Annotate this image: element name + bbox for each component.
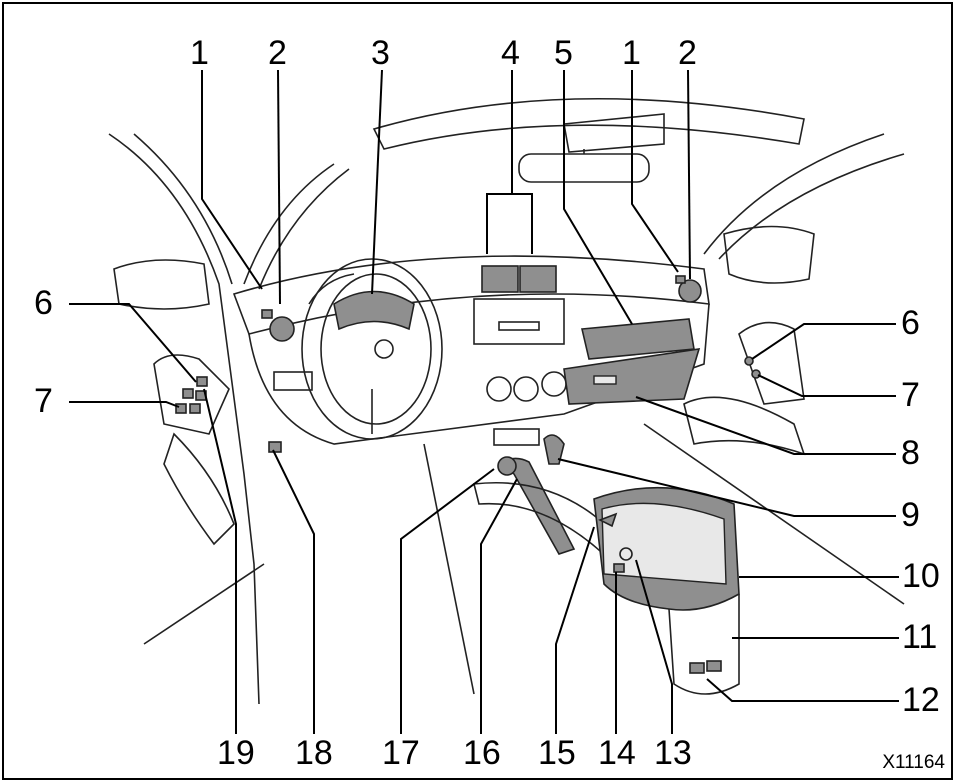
center-vent-right: [519, 265, 557, 293]
callout-6-right: 6: [901, 304, 920, 342]
vehicle-interior-illustration: [69, 69, 905, 734]
right-outside-mirror: [723, 225, 815, 284]
sun-visor-area: [372, 97, 805, 150]
right-side-vent: [678, 279, 702, 303]
leader-lines: [69, 69, 899, 734]
hood-release-lever: [268, 441, 282, 453]
callout-1-right: 1: [622, 34, 641, 72]
lower-glove-box: [563, 348, 701, 405]
callout-3: 3: [371, 34, 390, 72]
callout-9: 9: [901, 496, 920, 534]
climate-knob-left: [486, 376, 512, 402]
callout-5: 5: [554, 34, 573, 72]
left-door-panel: [153, 354, 230, 435]
callout-12: 12: [902, 681, 940, 719]
callout-2-left: 2: [268, 34, 287, 72]
callout-7-right: 7: [901, 376, 920, 414]
rear-outlet-left: [689, 662, 705, 674]
callout-15: 15: [538, 734, 576, 772]
callout-14: 14: [598, 734, 636, 772]
audio-unit: [473, 298, 565, 345]
rear-outlet-right: [706, 660, 722, 672]
climate-knob-right: [541, 371, 567, 397]
callout-13: 13: [654, 734, 692, 772]
center-switches: [493, 428, 540, 446]
right-door-lock-switch: [744, 356, 754, 366]
left-side-defogger: [261, 309, 273, 319]
callout-8: 8: [901, 434, 920, 472]
power-outlet: [619, 547, 633, 561]
callout-11: 11: [902, 618, 938, 656]
aux-jack: [613, 563, 625, 573]
left-side-vent: [269, 316, 295, 342]
callout-6-left: 6: [34, 284, 53, 322]
rear-view-mirror: [518, 153, 650, 183]
figure-code: X11164: [882, 752, 945, 773]
climate-knob-center: [513, 376, 539, 402]
console-rear: [668, 594, 740, 695]
overhead-console: [563, 113, 665, 153]
callout-19: 19: [217, 734, 255, 772]
left-a-pillar: [108, 133, 260, 705]
driver-airbag: [333, 290, 415, 331]
callout-16: 16: [463, 734, 501, 772]
right-window-switch: [751, 369, 761, 379]
callout-2-right: 2: [678, 34, 697, 72]
console-latch: [598, 512, 618, 528]
left-door-lock-switch: [196, 376, 208, 387]
center-vent-left: [481, 265, 519, 293]
instrument-panel-switches: [273, 371, 313, 391]
callout-4: 4: [501, 34, 520, 72]
right-door-panel: [738, 321, 805, 405]
gauge-cluster: [308, 273, 355, 305]
right-side-defogger: [675, 275, 686, 284]
callout-10: 10: [902, 557, 940, 595]
callout-1-left: 1: [190, 34, 209, 72]
cup-holder: [497, 456, 517, 476]
shift-lever: [543, 434, 565, 465]
left-window-switch: [175, 403, 187, 414]
left-outside-mirror: [113, 259, 210, 310]
callout-18: 18: [295, 734, 333, 772]
callout-17: 17: [382, 734, 420, 772]
callout-7-left: 7: [34, 382, 53, 420]
steering-wheel: [301, 258, 443, 440]
